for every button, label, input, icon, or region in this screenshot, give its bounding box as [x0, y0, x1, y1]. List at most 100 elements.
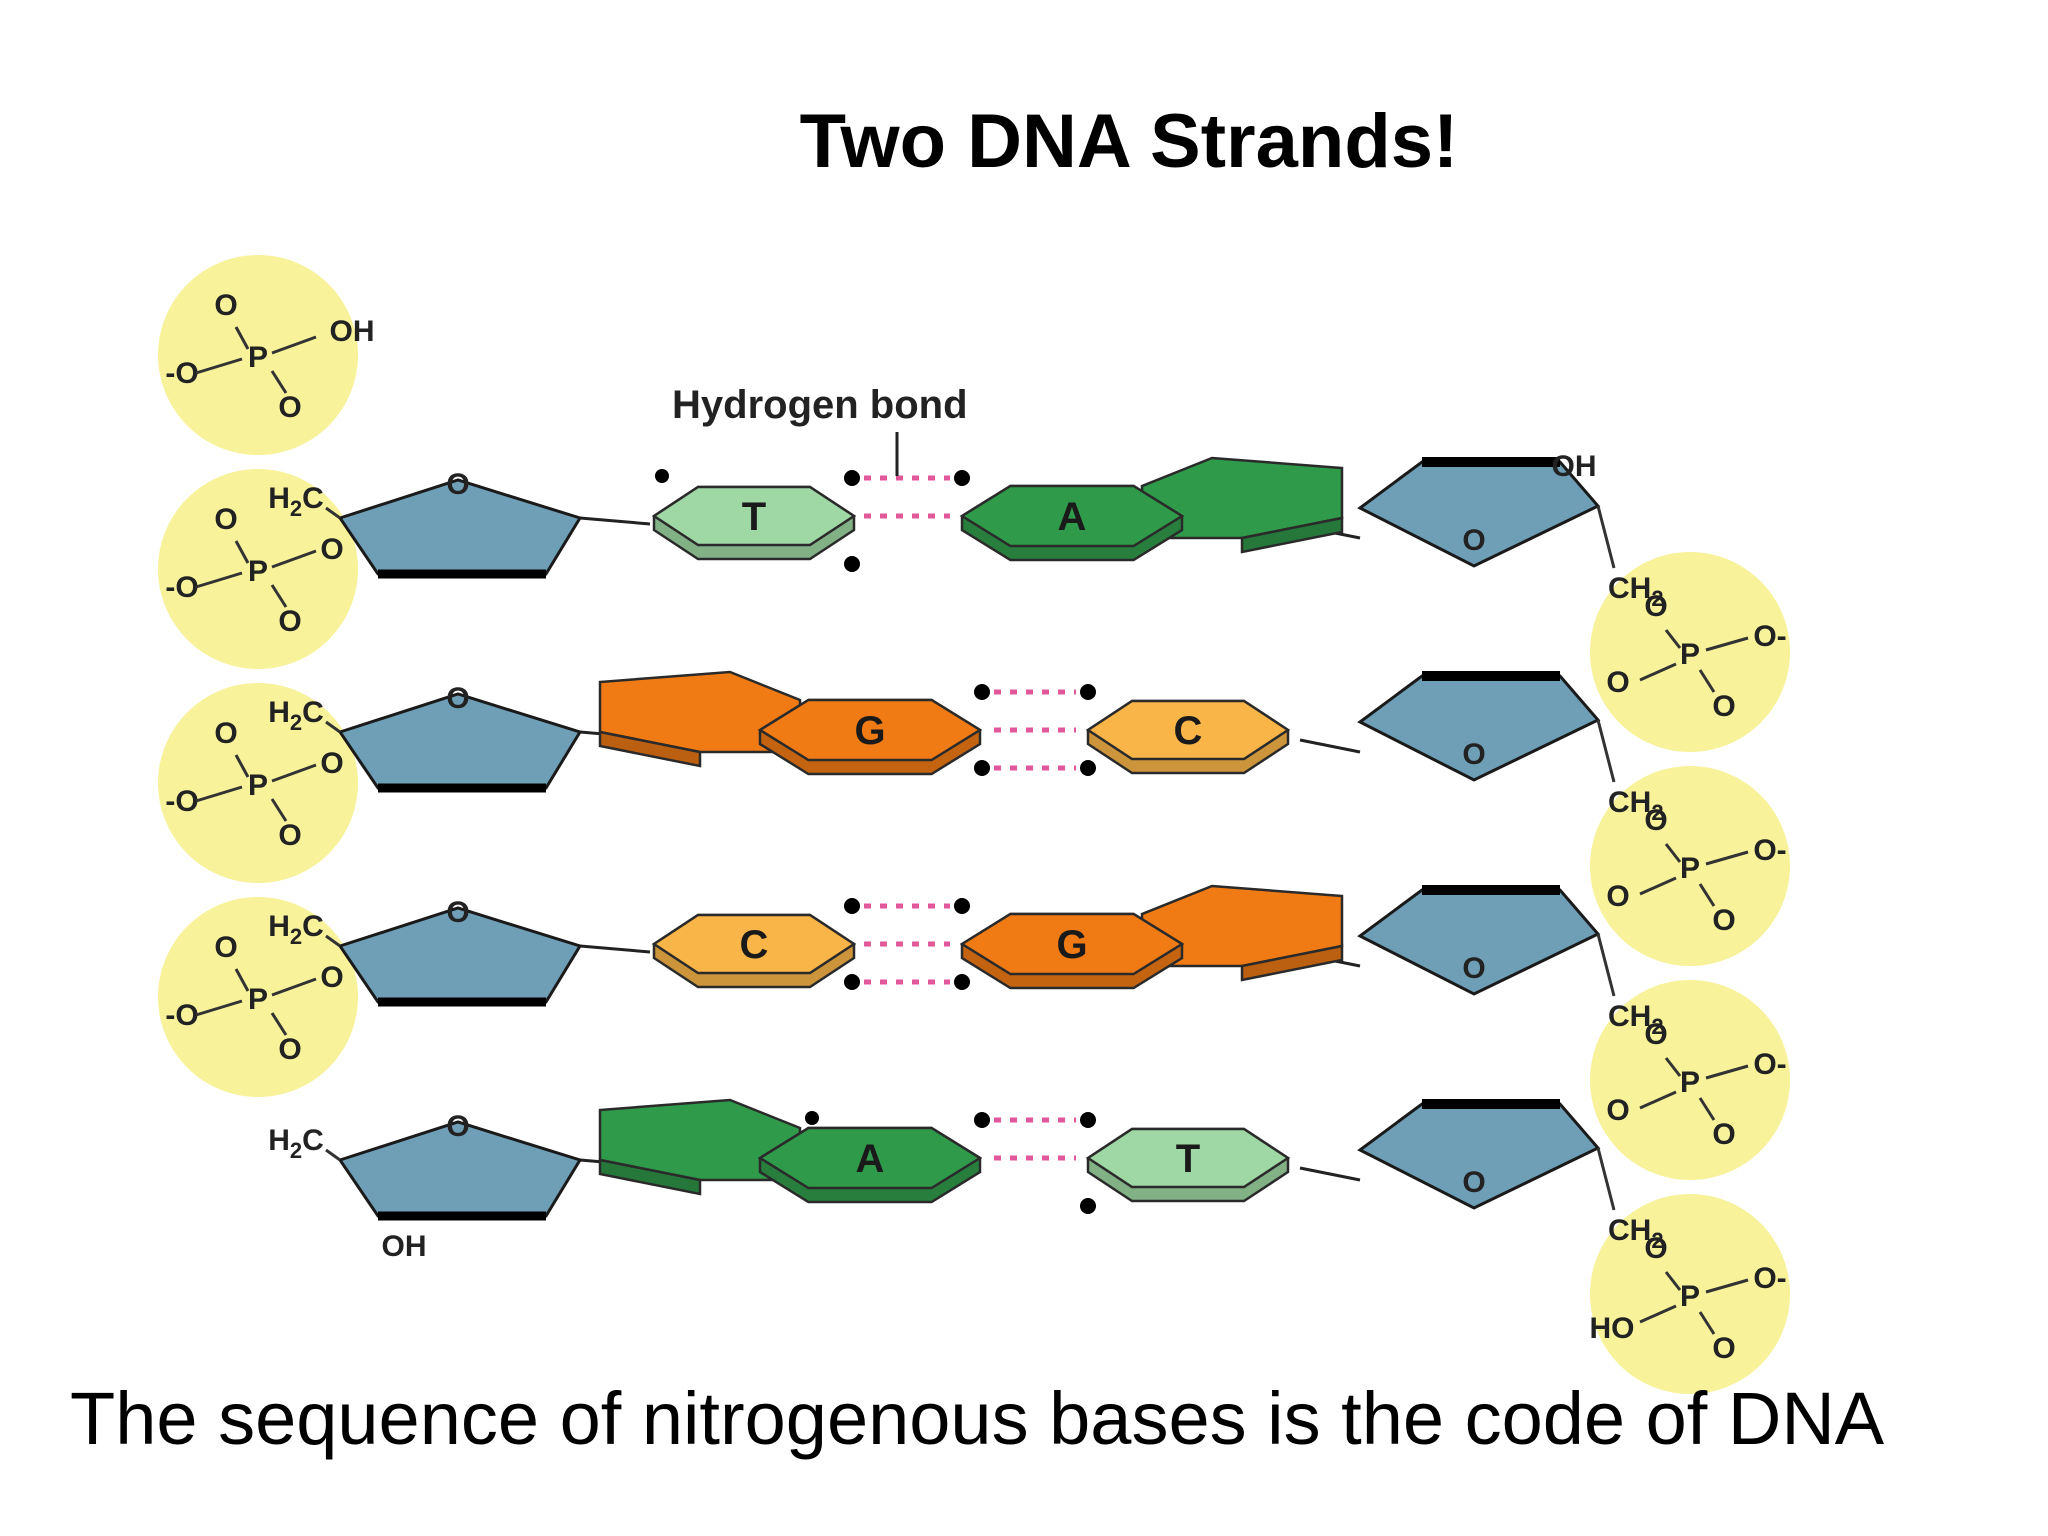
ester-oxygen-label: O [1644, 1232, 1667, 1265]
ester-oxygen-label: O [1644, 590, 1667, 623]
bond-atom-dot [954, 470, 970, 486]
ring-oxygen-label: O [1462, 952, 1485, 985]
phosphate-glow [158, 683, 358, 883]
bond-line [1705, 636, 1749, 652]
bond-line [325, 934, 341, 948]
double-bond-oxygen-label: O [1712, 1118, 1735, 1151]
phosphate-glow [1590, 1194, 1790, 1394]
bond-line [270, 798, 288, 822]
slide-caption: The sequence of nitrogenous bases is the… [70, 1377, 1885, 1460]
base-letter-label: C [740, 923, 769, 967]
subscript: 2 [1651, 586, 1663, 611]
negative-oxygen-label: O- [1753, 620, 1786, 653]
carbon-tail: C [302, 910, 324, 943]
right-phosphate-group: POO-OO [1590, 552, 1790, 752]
pyrimidine-ring-face [1085, 1127, 1291, 1189]
deoxyribose-ring [337, 478, 583, 576]
hydroxyl-label: OH [330, 315, 375, 348]
bond-atom-dot [974, 1112, 990, 1128]
bond-atom-dot [805, 1111, 819, 1125]
pyrimidine-ring-face [651, 913, 857, 975]
bond-atom-dot [844, 974, 860, 990]
glycosidic-bond [579, 516, 651, 526]
double-bond-oxygen-label: O [214, 717, 237, 750]
deoxyribose-ring [337, 692, 583, 790]
left-phosphate-group: PO-OOO [158, 897, 358, 1097]
sugar-carbon-label: H2C [268, 1124, 324, 1163]
ester-oxygen-label: O [1606, 666, 1629, 699]
phosphorus-label: P [248, 555, 268, 588]
negative-oxygen-label: -O [165, 785, 198, 818]
bond-line [1639, 1090, 1677, 1110]
bond-atom-dot [954, 974, 970, 990]
phosphate-glow [1590, 980, 1790, 1180]
ester-oxygen-label: O [320, 961, 343, 994]
ester-oxygen-label: O [278, 391, 301, 424]
glycosidic-bond [579, 944, 651, 954]
sugar-carbon-label: H2C [268, 482, 324, 521]
bond-line [270, 584, 288, 608]
bond-atom-dot [1080, 1198, 1096, 1214]
bond-line [271, 763, 317, 783]
bond-line [1705, 850, 1749, 866]
bond-line [1664, 629, 1682, 649]
subscript: 2 [290, 1138, 302, 1163]
bond-line [234, 326, 250, 350]
double-bond-oxygen-label: O [1712, 904, 1735, 937]
phosphorus-label: P [1680, 638, 1700, 671]
purine-five-ring-side [598, 730, 702, 768]
right-phosphate-group: POO-OHO [1590, 1194, 1790, 1394]
purine-five-ring-side [1240, 516, 1344, 554]
ring-oxygen-label: O [446, 1110, 469, 1143]
bond-atom-dot [974, 760, 990, 776]
ester-oxygen-label: O [1606, 1094, 1629, 1127]
bond-atom-dot [844, 470, 860, 486]
ring-oxygen-label: O [446, 468, 469, 501]
bond-line [1639, 1304, 1677, 1324]
bond-line [195, 357, 243, 375]
glycosidic-bond [1299, 1166, 1361, 1182]
negative-oxygen-label: O- [1753, 1262, 1786, 1295]
ester-oxygen-label: O [320, 533, 343, 566]
bond-atom-dot [844, 556, 860, 572]
double-bond-oxygen-label: O [214, 289, 237, 322]
bond-line [1596, 719, 1616, 783]
deoxyribose-ring [1357, 460, 1601, 568]
ester-oxygen-label: O [320, 747, 343, 780]
purine-five-ring-side [1240, 944, 1344, 982]
subscript: 2 [290, 924, 302, 949]
bond-line [1664, 1271, 1682, 1291]
bond-line [1698, 1097, 1716, 1121]
bond-line [270, 1012, 288, 1036]
double-bond-oxygen-label: O [214, 931, 237, 964]
left-sugar: O H2C [268, 1110, 583, 1221]
bond-line [271, 977, 317, 997]
bond-atom-dot [974, 684, 990, 700]
bond-line [325, 1148, 341, 1162]
ester-oxygen-label: O [1644, 804, 1667, 837]
ester-oxygen-label: O [1644, 1018, 1667, 1051]
phosphate-glow [158, 469, 358, 669]
subscript: 2 [1651, 800, 1663, 825]
right-phosphate-group: POO-OO [1590, 766, 1790, 966]
bond-line [270, 370, 288, 394]
ester-oxygen-label: O [1606, 880, 1629, 913]
negative-oxygen-label: O- [1753, 1048, 1786, 1081]
base-letter-label: A [1058, 495, 1087, 539]
left-phosphate-group: PO-OOO [158, 469, 358, 669]
bond-atom-dot [1080, 760, 1096, 776]
bond-line [234, 968, 250, 992]
bond-line [1596, 933, 1616, 997]
sugar-carbon-label: H2C [268, 696, 324, 735]
glycosidic-bond [1299, 738, 1361, 754]
ring-oxygen-label: O [446, 896, 469, 929]
terminal-hydroxyl-label: OH [1552, 450, 1597, 483]
left-phosphate-group: PO-OOO [158, 683, 358, 883]
right-phosphate-group: POO-OO [1590, 980, 1790, 1180]
